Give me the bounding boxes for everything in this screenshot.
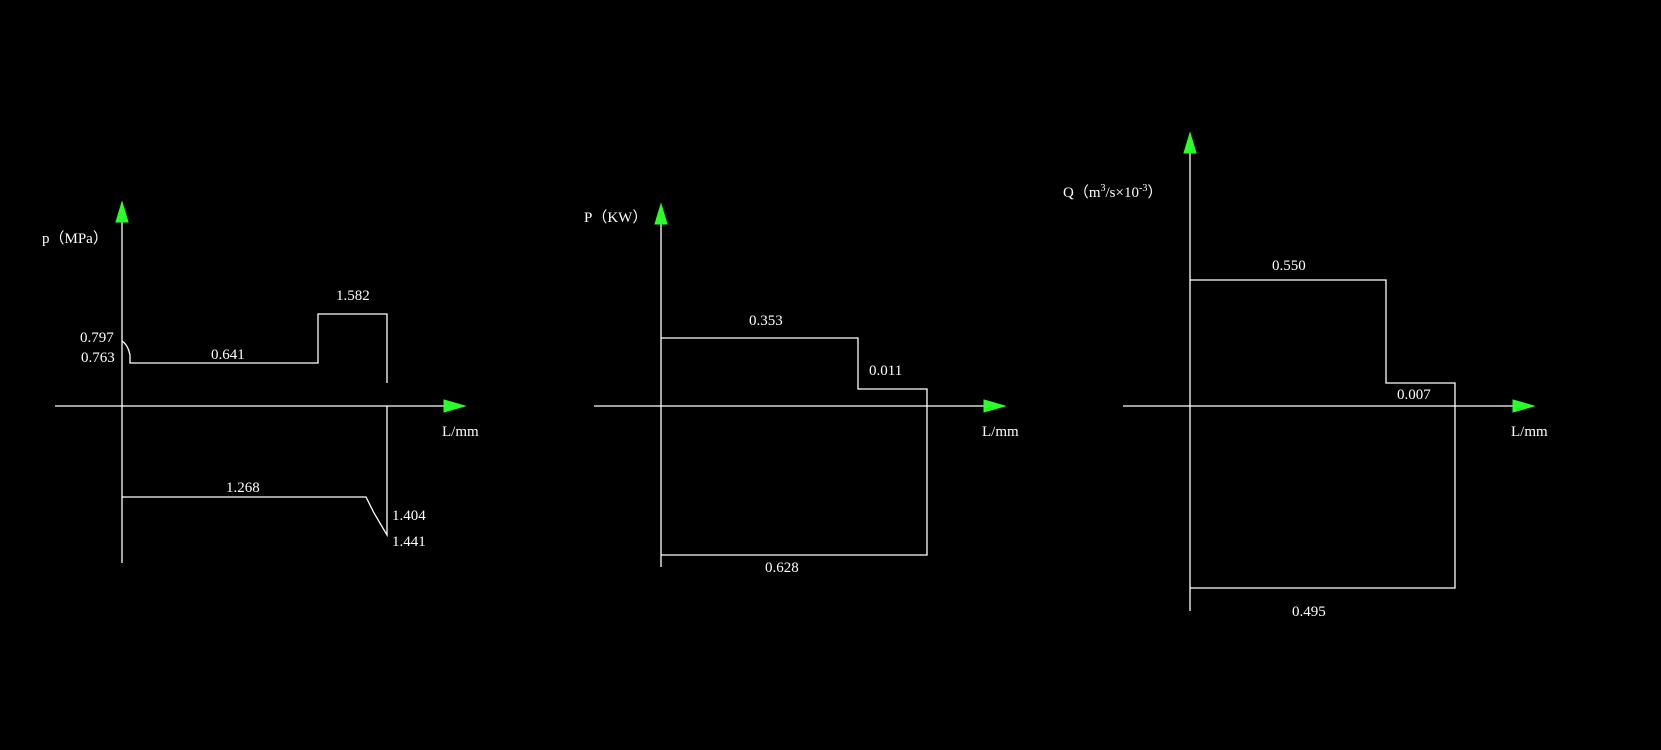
pressure-upper-curve bbox=[121, 313, 388, 383]
flow-lower-curve bbox=[1190, 406, 1456, 589]
flow-x-arrow-icon bbox=[1512, 399, 1536, 413]
pressure-y-arrow-icon bbox=[115, 200, 129, 223]
pressure-start-low-value: 0.763 bbox=[81, 350, 115, 366]
power-lower-curve bbox=[661, 406, 928, 556]
flow-upper-level-value: 0.550 bbox=[1272, 258, 1306, 274]
flow-upper-curve bbox=[1190, 279, 1456, 406]
pressure-lower-end-2-value: 1.441 bbox=[392, 534, 426, 550]
flow-upper-step-value: 0.007 bbox=[1397, 387, 1431, 403]
pressure-diagram: p（MPa） L/mm 0.797 0.763 0.641 1.582 1.26… bbox=[42, 200, 479, 563]
flow-y-arrow-icon bbox=[1183, 131, 1197, 154]
power-y-axis-label: P（KW） bbox=[584, 209, 647, 226]
power-upper-level-value: 0.353 bbox=[749, 313, 783, 329]
power-x-arrow-icon bbox=[983, 399, 1007, 413]
power-x-axis-label: L/mm bbox=[982, 424, 1019, 440]
flow-y-axis-label: Q（m3/s×10-3） bbox=[1063, 183, 1162, 201]
pressure-step-upper-value: 1.582 bbox=[336, 288, 370, 304]
power-diagram: P（KW） L/mm 0.353 0.011 0.628 bbox=[584, 202, 1019, 576]
flow-diagram: Q（m3/s×10-3） L/mm 0.550 0.007 0.495 bbox=[1063, 131, 1548, 620]
pressure-start-peak-value: 0.797 bbox=[80, 330, 114, 346]
pressure-working-upper-value: 0.641 bbox=[211, 347, 245, 363]
power-upper-step-value: 0.011 bbox=[869, 363, 902, 379]
pressure-x-axis-label: L/mm bbox=[442, 424, 479, 440]
pressure-x-arrow-icon bbox=[443, 399, 467, 413]
power-lower-level-value: 0.628 bbox=[765, 560, 799, 576]
flow-lower-level-value: 0.495 bbox=[1292, 604, 1326, 620]
power-upper-curve bbox=[661, 337, 928, 406]
pressure-lower-end-1-value: 1.404 bbox=[392, 508, 426, 524]
pressure-lower-curve bbox=[122, 406, 388, 538]
flow-x-axis-label: L/mm bbox=[1511, 424, 1548, 440]
power-y-arrow-icon bbox=[654, 202, 668, 225]
pressure-y-axis-label: p（MPa） bbox=[42, 230, 108, 247]
pressure-lower-level-value: 1.268 bbox=[226, 480, 260, 496]
